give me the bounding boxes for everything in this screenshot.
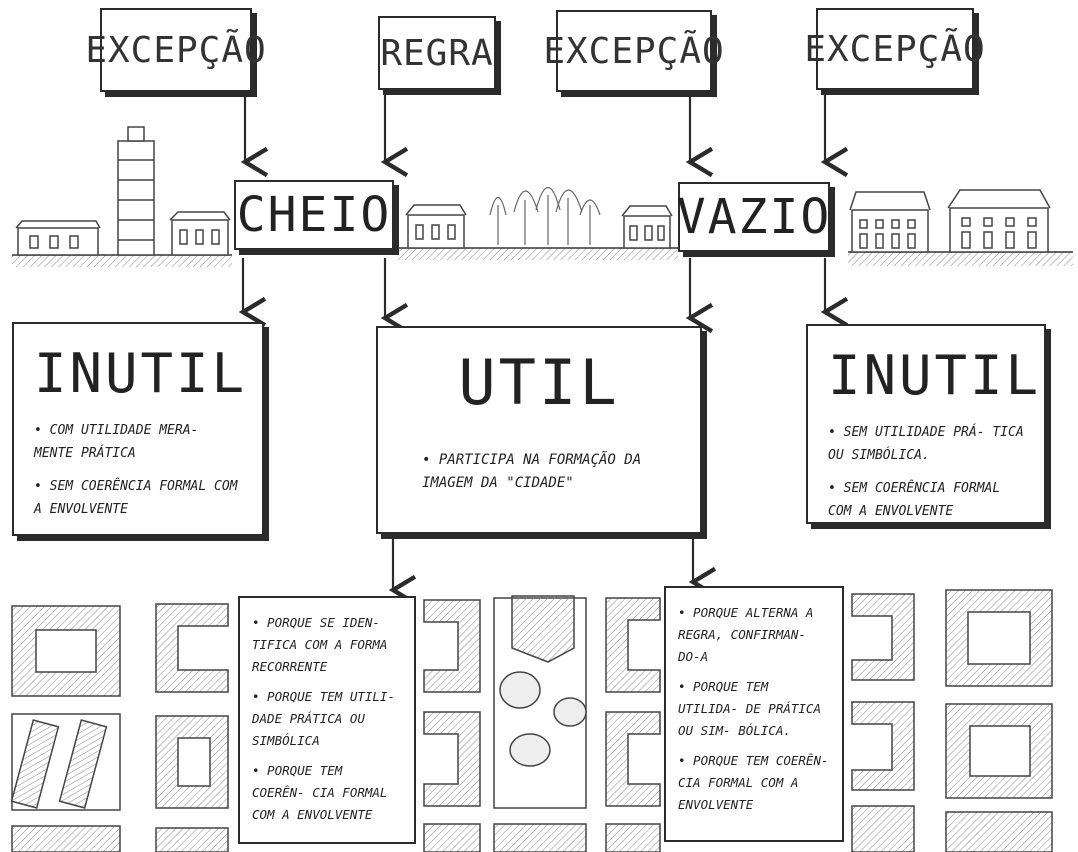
note-item: • porque tem coerên- cia formal com a en… bbox=[678, 753, 829, 812]
panel-inutil-right: INUTIL • sem utilidade prá- tica ou simb… bbox=[806, 324, 1046, 524]
bullet-text: • sem coerência formal com a envolvente bbox=[828, 481, 1001, 519]
right-buildings bbox=[849, 189, 1051, 253]
label-excepcao-2: EXCEPÇÃO bbox=[543, 10, 724, 92]
block-plans bbox=[10, 589, 1053, 852]
panel-title: UTIL bbox=[458, 346, 620, 419]
note-item: • porque tem utili- dade prática ou simb… bbox=[252, 689, 395, 748]
label-excepcao-3: EXCEPÇÃO bbox=[804, 8, 985, 90]
bullet-text: • participa na formação da imagem da "ci… bbox=[422, 452, 642, 491]
trees bbox=[489, 187, 601, 245]
panel-title: INUTIL bbox=[34, 342, 248, 405]
panel-inutil-left: INUTIL • com utilidade mera- mente práti… bbox=[12, 322, 264, 536]
note-item: • porque tem coerên- cia formal com a en… bbox=[252, 763, 388, 822]
arrows bbox=[238, 92, 849, 606]
note-item: • porque alterna a regra, confirman- do-… bbox=[678, 605, 814, 664]
panel-util: UTIL • participa na formação da imagem d… bbox=[376, 326, 702, 534]
bullet-text: • sem coerência formal com a envolvente bbox=[34, 479, 238, 517]
note-excepcao: • porque alterna a regra, confirman- do-… bbox=[664, 586, 844, 842]
label-excepcao-1: EXCEPÇÃO bbox=[85, 8, 266, 92]
middle-buildings bbox=[405, 204, 673, 249]
note-regra: • porque se iden- tifica com a forma rec… bbox=[238, 596, 416, 844]
bullet-text: • com utilidade mera- mente prática bbox=[34, 423, 199, 461]
note-item: • porque tem utilida- de prática ou sim-… bbox=[678, 679, 821, 738]
bullet-text: • sem utilidade prá- tica ou simbólica. bbox=[828, 425, 1024, 463]
label-regra: REGRA bbox=[378, 16, 496, 90]
label-vazio: VAZIO bbox=[677, 182, 830, 252]
left-buildings bbox=[15, 126, 231, 256]
label-cheio: CHEIO bbox=[234, 180, 394, 250]
note-item: • porque se iden- tifica com a forma rec… bbox=[252, 615, 388, 674]
panel-title: INUTIL bbox=[828, 344, 1042, 407]
